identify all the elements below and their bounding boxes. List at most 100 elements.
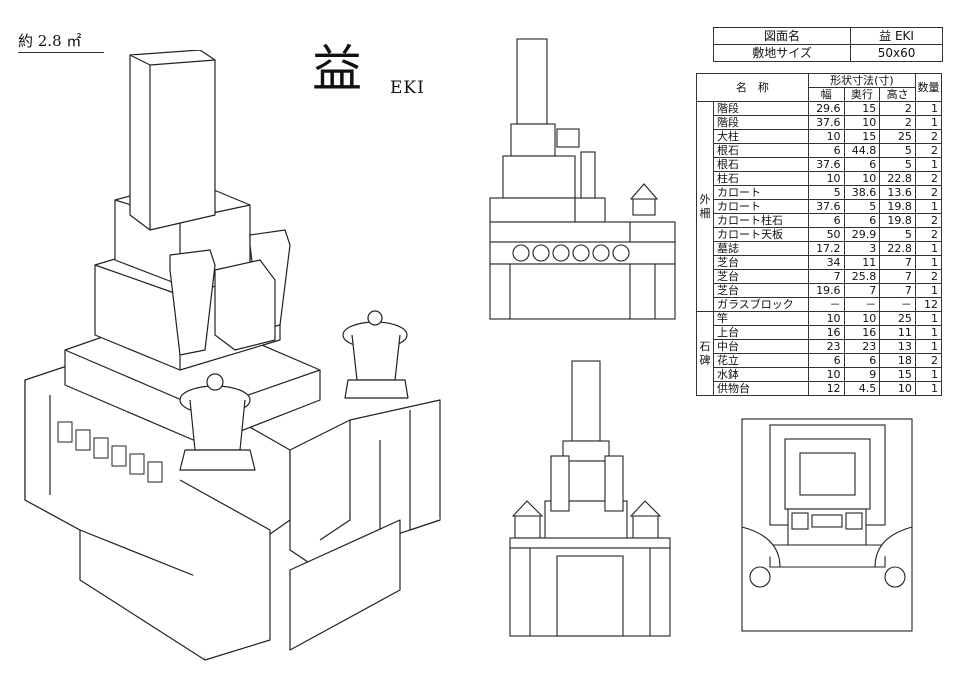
site-area-label: 約 2.8 ㎡ [18, 32, 82, 50]
category-cell: 石 碑 [696, 311, 714, 396]
depth-cell: 10 [843, 115, 881, 130]
qty-cell: 2 [914, 129, 943, 144]
name-cell: 根石 [713, 143, 809, 158]
header-depth: 奥行 [843, 87, 881, 102]
depth-cell: 16 [843, 325, 881, 340]
width-cell: 7 [807, 269, 845, 284]
width-cell: 37.6 [807, 115, 845, 130]
width-cell: 10 [807, 367, 845, 382]
header-height: 高さ [879, 87, 916, 102]
qty-cell: 1 [914, 255, 943, 270]
depth-cell: 9 [843, 367, 881, 382]
height-cell: 2 [879, 101, 916, 116]
width-cell: 6 [807, 213, 845, 228]
name-cell: 大柱 [713, 129, 809, 144]
name-cell: 上台 [713, 325, 809, 340]
depth-cell: 6 [843, 213, 881, 228]
height-cell: 13 [879, 339, 916, 354]
depth-cell: 10 [843, 171, 881, 186]
name-cell: 芝台 [713, 269, 809, 284]
height-cell: 22.8 [879, 171, 916, 186]
name-cell: 芝台 [713, 283, 809, 298]
width-cell: 10 [807, 311, 845, 326]
depth-cell: 6 [843, 353, 881, 368]
header-qty: 数量 [914, 73, 943, 102]
name-cell: 階段 [713, 101, 809, 116]
product-name-roman: EKI [390, 78, 425, 98]
depth-cell: 11 [843, 255, 881, 270]
isometric-view-drawing [24, 50, 441, 661]
width-cell: 5 [807, 185, 845, 200]
height-cell: 13.6 [879, 185, 916, 200]
width-cell: 50 [807, 227, 845, 242]
width-cell: 37.6 [807, 157, 845, 172]
qty-cell: 2 [914, 353, 943, 368]
name-cell: 墓誌 [713, 241, 809, 256]
drawing-name-label: 図面名 [712, 27, 852, 45]
name-cell: 中台 [713, 339, 809, 354]
name-cell: 水鉢 [713, 367, 809, 382]
qty-cell: 1 [914, 381, 943, 396]
width-cell: 37.6 [807, 199, 845, 214]
depth-cell: 44.8 [843, 143, 881, 158]
depth-cell: 5 [843, 199, 881, 214]
width-cell: 34 [807, 255, 845, 270]
title-block-table: 図面名 益 EKI 敷地サイズ 50x60 [712, 27, 943, 62]
height-cell: 25 [879, 311, 916, 326]
header-width: 幅 [807, 87, 845, 102]
qty-cell: 2 [914, 143, 943, 158]
qty-cell: 1 [914, 157, 943, 172]
depth-cell: 15 [843, 129, 881, 144]
width-cell: 10 [807, 129, 845, 144]
drawing-name-value: 益 EKI [850, 27, 943, 45]
front-elevation-drawing [489, 38, 676, 320]
height-cell: 5 [879, 143, 916, 158]
height-cell: 11 [879, 325, 916, 340]
width-cell: 6 [807, 353, 845, 368]
width-cell: 29.6 [807, 101, 845, 116]
height-cell: 15 [879, 367, 916, 382]
depth-cell: 15 [843, 101, 881, 116]
qty-cell: 1 [914, 339, 943, 354]
name-cell: カロート [713, 185, 809, 200]
depth-cell: 38.6 [843, 185, 881, 200]
side-elevation-drawing [509, 360, 671, 637]
depth-cell: 4.5 [843, 381, 881, 396]
height-cell: 7 [879, 283, 916, 298]
name-cell: 根石 [713, 157, 809, 172]
width-cell: 17.2 [807, 241, 845, 256]
width-cell: 23 [807, 339, 845, 354]
depth-cell: 3 [843, 241, 881, 256]
qty-cell: 1 [914, 101, 943, 116]
name-cell: 芝台 [713, 255, 809, 270]
height-cell: 25 [879, 129, 916, 144]
product-name-kanji: 益 [312, 40, 362, 98]
table-row: ガラスブロック－－－12 [697, 297, 943, 312]
qty-cell: 1 [914, 311, 943, 326]
depth-cell: 6 [843, 157, 881, 172]
name-cell: カロート [713, 199, 809, 214]
qty-cell: 2 [914, 185, 943, 200]
name-cell: 供物台 [713, 381, 809, 396]
depth-cell: 7 [843, 283, 881, 298]
name-cell: 柱石 [713, 171, 809, 186]
qty-cell: 12 [914, 297, 943, 312]
qty-cell: 1 [914, 367, 943, 382]
name-cell: 竿 [713, 311, 809, 326]
height-cell: 5 [879, 227, 916, 242]
qty-cell: 2 [914, 213, 943, 228]
qty-cell: 2 [914, 171, 943, 186]
site-size-value: 50x60 [850, 44, 943, 62]
